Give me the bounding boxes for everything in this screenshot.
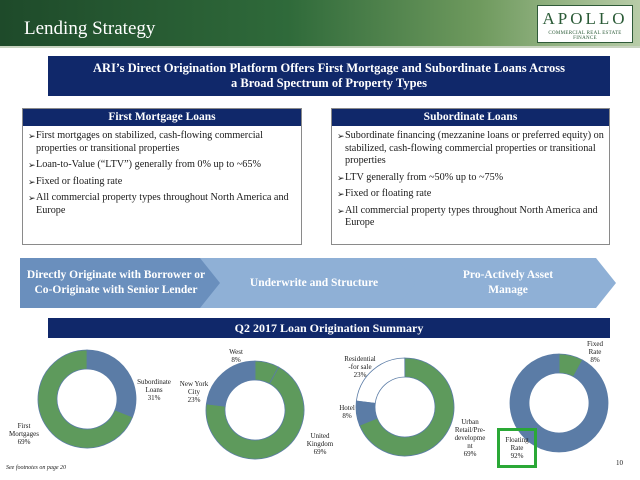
floating-rate-highlight-box: [497, 428, 537, 468]
slice-first-mortgages: [37, 349, 134, 449]
apollo-logo: APOLLO COMMERCIAL REAL ESTATE FINANCE: [537, 5, 633, 43]
first-mortgage-list: ➢First mortgages on stabilized, cash-flo…: [23, 126, 301, 217]
chevron-shape: [20, 258, 226, 308]
first-mortgage-heading: First Mortgage Loans: [23, 109, 301, 126]
slice-hotel: [355, 400, 378, 426]
process-step-label: Underwrite and Structure: [249, 276, 379, 289]
rate-type-donut: [509, 353, 609, 453]
bullet-text: Fixed or floating rate: [345, 188, 432, 199]
arrow-bullet-icon: ➢: [337, 189, 345, 199]
origination-summary-title: Q2 2017 Loan Origination Summary: [48, 318, 610, 338]
process-step-label: Directly Originate with Borrower or Co-Or…: [20, 258, 226, 308]
slice-subordinate-loans: [86, 349, 137, 418]
page-number: 10: [616, 459, 623, 467]
arrow-bullet-icon: ➢: [337, 172, 345, 183]
slice-floating-rate: [509, 353, 609, 453]
banner-line-2: a Broad Spectrum of Property Types: [231, 76, 427, 90]
subordinate-list: ➢Subordinate financing (mezzanine loans …: [332, 126, 609, 230]
title-bar-rule: [0, 46, 640, 48]
geography-donut: [205, 360, 305, 460]
footnote: See footnotes on page 20: [6, 465, 66, 471]
arrow-bullet-icon: ➢: [28, 176, 36, 187]
step-line-2: Co-Originate with Senior Lender: [34, 284, 198, 296]
list-item: ➢Fixed or floating rate: [28, 175, 297, 189]
process-step-originate: Directly Originate with Borrower or Co-Or…: [20, 258, 226, 308]
list-item: ➢All commercial property types throughou…: [337, 204, 605, 230]
page-title: Lending Strategy: [24, 18, 156, 39]
step-line-2: Manage: [488, 284, 528, 296]
property-type-donut: [355, 357, 455, 457]
arrow-bullet-icon: ➢: [28, 131, 36, 141]
list-item: ➢LTV generally from ~50% up to ~75%: [337, 171, 605, 185]
bullet-text: All commercial property types throughout…: [36, 192, 289, 216]
chevron-shape: [396, 258, 616, 308]
slice-united-kingdom: [205, 366, 305, 460]
first-mortgage-panel: First Mortgage Loans ➢First mortgages on…: [22, 108, 302, 245]
step-line-1: Directly Originate with Borrower or: [26, 269, 206, 281]
list-item: ➢Loan-to-Value (“LTV”) generally from 0%…: [28, 159, 297, 172]
arrow-bullet-icon: ➢: [337, 131, 345, 141]
process-step-underwrite: Underwrite and Structure: [200, 258, 422, 308]
list-item: ➢Subordinate financing (mezzanine loans …: [337, 130, 605, 168]
list-item: ➢All commercial property types throughou…: [28, 192, 297, 217]
subordinate-panel: Subordinate Loans ➢Subordinate financing…: [331, 108, 610, 245]
bullet-text: Subordinate financing (mezzanine loans o…: [345, 130, 604, 166]
logo-wordmark: APOLLO: [542, 9, 628, 28]
logo-tagline: COMMERCIAL REAL ESTATE FINANCE: [548, 31, 622, 41]
arrow-bullet-icon: ➢: [337, 205, 345, 216]
bullet-text: All commercial property types throughout…: [345, 204, 598, 229]
arrow-bullet-icon: ➢: [28, 160, 36, 170]
step-line-1: Pro-Actively Asset: [462, 269, 554, 281]
slice-new-york-city: [205, 360, 256, 407]
bullet-text: LTV generally from ~50% up to ~75%: [345, 171, 504, 183]
arrow-bullet-icon: ➢: [28, 193, 36, 203]
slice-urban-retail-pre-development: [358, 357, 455, 457]
list-item: ➢First mortgages on stabilized, cash-flo…: [28, 130, 297, 155]
subordinate-heading: Subordinate Loans: [332, 109, 609, 126]
loan-type-donut: [37, 349, 137, 449]
origination-platform-banner: ARI’s Direct Origination Platform Offers…: [48, 56, 610, 96]
banner-line-1: ARI’s Direct Origination Platform Offers…: [93, 61, 565, 75]
bullet-text: Fixed or floating rate: [36, 175, 123, 187]
chevron-shape: [200, 258, 422, 308]
title-bar: [0, 0, 640, 46]
bullet-text: Loan-to-Value (“LTV”) generally from 0% …: [36, 159, 261, 170]
bullet-text: First mortgages on stabilized, cash-flow…: [36, 130, 263, 154]
list-item: ➢Fixed or floating rate: [337, 188, 605, 201]
